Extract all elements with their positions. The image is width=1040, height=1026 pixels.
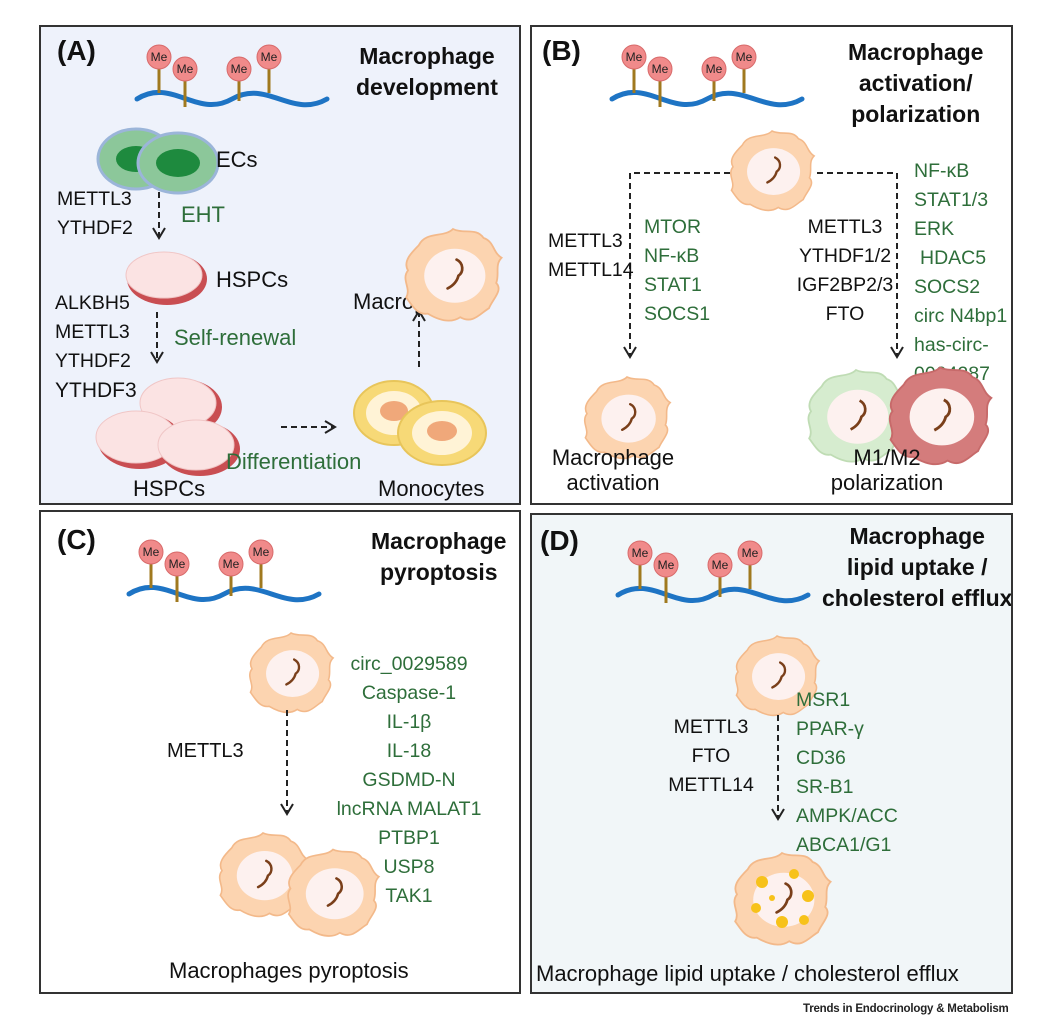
hspcs-top-label: HSPCs — [216, 267, 289, 292]
methyl-label: Me — [177, 62, 194, 76]
hspc-cell-icon — [125, 251, 207, 305]
panel-d-letter: (D) — [540, 525, 579, 556]
methyl-label: Me — [712, 558, 729, 572]
methyl-label: Me — [658, 558, 675, 572]
methyl-label: Me — [151, 50, 168, 64]
panel-b-letter: (B) — [542, 35, 581, 66]
monocytes-icon — [353, 380, 487, 466]
methyl-label: Me — [652, 62, 669, 76]
endothelial-cells-icon — [96, 127, 220, 195]
self-renewal-arrow — [150, 312, 164, 364]
right-branch-arrow — [817, 172, 904, 359]
methyl-label: Me — [169, 557, 186, 571]
lipid-bottom-label: Macrophage lipid uptake / cholesterol ef… — [536, 961, 959, 986]
eht-arrow — [152, 192, 166, 240]
macrophage-icon — [404, 227, 503, 323]
m1-m2-macrophages-icon — [807, 366, 993, 466]
lipid-arrow — [771, 715, 785, 821]
differentiation-arrow — [281, 420, 337, 434]
left-branch-arrow — [623, 172, 730, 359]
journal-credit: Trends in Endocrinology & Metabolism — [803, 1003, 1009, 1015]
methyl-label: Me — [706, 62, 723, 76]
panel-a-letter: (A) — [57, 35, 96, 66]
monocytes-label: Monocytes — [378, 476, 485, 501]
hspcs-bottom-label: HSPCs — [133, 476, 206, 501]
pyroptosis-regulator: METTL3 — [167, 740, 244, 762]
pyroptosis-bottom-label: Macrophages pyroptosis — [169, 958, 409, 983]
pyroptosis-arrow — [280, 710, 294, 816]
methyl-label: Me — [736, 50, 753, 64]
eht-label: EHT — [181, 202, 225, 227]
methyl-label: Me — [223, 557, 240, 571]
methyl-label: Me — [742, 546, 759, 560]
methyl-label: Me — [626, 50, 643, 64]
pyroptotic-macrophages-icon — [218, 831, 381, 938]
foam-cell-icon — [733, 851, 832, 947]
ecs-label: ECs — [216, 147, 258, 172]
hspc-group-icon — [95, 377, 240, 476]
methyl-label: Me — [632, 546, 649, 560]
methyl-label: Me — [231, 62, 248, 76]
methyl-label: Me — [253, 545, 270, 559]
self-renewal-label: Self-renewal — [174, 325, 297, 350]
methyl-label: Me — [261, 50, 278, 64]
panel-c-letter: (C) — [57, 524, 96, 555]
methyl-label: Me — [143, 545, 160, 559]
differentiation-label: Differentiation — [226, 449, 362, 474]
